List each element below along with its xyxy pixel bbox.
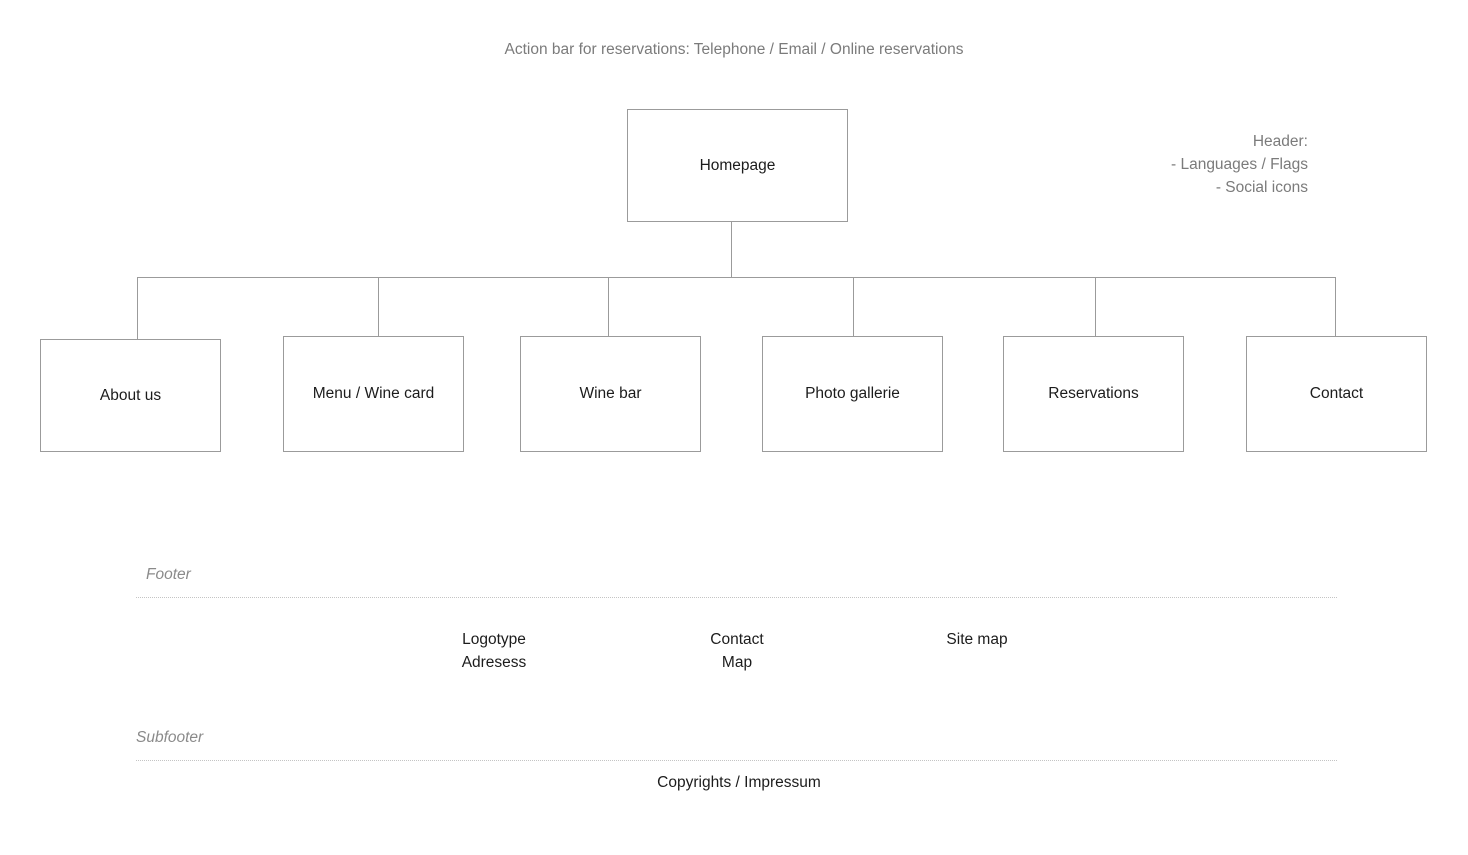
node-homepage-label: Homepage [699,156,776,174]
subfooter-divider [136,760,1337,761]
header-annotation-title: Header: [1252,133,1308,150]
header-annotation: Header: - Languages / Flags - Social ico… [1088,130,1308,199]
node-contact[interactable]: Contact [1246,336,1427,452]
connector-drop-wine-bar [608,277,610,339]
node-homepage[interactable]: Homepage [627,109,848,222]
connector-drop-reservations [1095,277,1097,339]
connector-drop-contact [1335,277,1337,339]
node-about-us-label: About us [99,386,162,404]
node-reservations-label: Reservations [1048,385,1139,402]
footer-logotype-line2: Adresess [461,654,527,671]
node-contact-label: Contact [1309,385,1364,402]
connector-drop-about-us [137,277,139,339]
connector-drop-menu-wine-card [378,277,380,339]
footer-divider [136,597,1337,598]
subfooter-section-label: Subfooter [136,729,204,746]
node-about-us[interactable]: About us [40,339,221,452]
header-annotation-social: - Social icons [1215,179,1308,196]
action-bar-annotation: Action bar for reservations: Telephone /… [504,41,964,58]
connector-bus [137,277,1336,279]
header-annotation-languages: - Languages / Flags [1170,156,1308,173]
footer-column-contact: Contact Map [710,628,763,674]
footer-contact-line1: Contact [710,631,764,648]
node-reservations[interactable]: Reservations [1003,336,1184,452]
footer-column-logotype: Logotype Adresess [462,628,527,674]
footer-section-label: Footer [146,566,191,583]
footer-site-map-line1: Site map [946,631,1008,648]
node-photo-gallerie[interactable]: Photo gallerie [762,336,943,452]
footer-contact-line2: Map [721,654,753,671]
footer-logotype-line1: Logotype [462,631,526,648]
connector-root-stem [731,222,733,278]
footer-column-site-map: Site map [946,628,1007,651]
node-wine-bar-label: Wine bar [579,385,642,402]
node-menu-wine-card-label: Menu / Wine card [312,385,435,402]
node-photo-gallerie-label: Photo gallerie [805,385,900,402]
node-menu-wine-card[interactable]: Menu / Wine card [283,336,464,452]
copyright-text: Copyrights / Impressum [657,774,821,791]
connector-drop-photo-gallerie [853,277,855,339]
node-wine-bar[interactable]: Wine bar [520,336,701,452]
